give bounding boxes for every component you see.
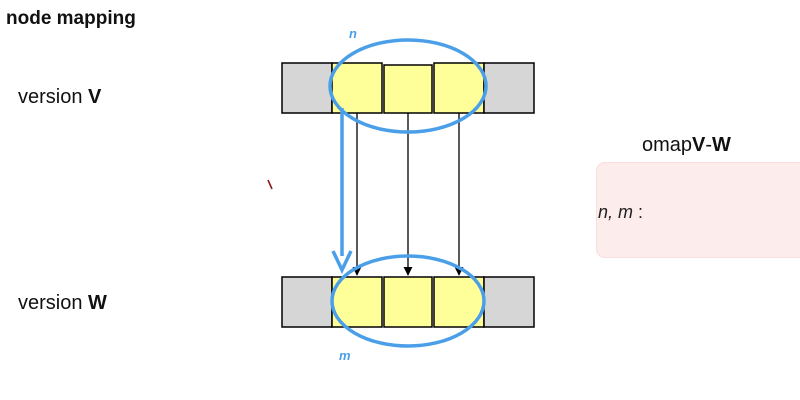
version-w-label: version W [18, 292, 107, 315]
version-w-row [281, 276, 535, 328]
node-n-label: n [349, 26, 357, 41]
node-n-highlight [328, 38, 488, 134]
w-cell-yellow-1 [331, 276, 383, 328]
v-cell-left-gray [281, 62, 333, 114]
omap-entry-sep: : [633, 202, 644, 222]
omap-dash: - [705, 134, 713, 156]
v-cell-right-gray [483, 62, 535, 114]
omap-title: omapV-W [642, 134, 731, 157]
node-m-highlight [330, 254, 486, 348]
omap-prefix: omap [642, 134, 693, 156]
version-v-name: V [88, 86, 102, 108]
version-v-prefix: version [18, 86, 89, 108]
node-mapping-arrowhead [331, 250, 353, 275]
omap-entry-vars: n, m [598, 202, 634, 222]
diagram-title: node mapping [6, 8, 136, 29]
omap-entry: n, m : [598, 202, 643, 223]
w-cell-right-gray [483, 276, 535, 328]
v-cell-yellow-3 [433, 62, 485, 114]
v-cell-yellow-1 [331, 62, 383, 114]
version-v-label: version V [18, 86, 101, 109]
w-cell-yellow-3 [433, 276, 485, 328]
omap-from: V [692, 134, 706, 156]
w-cell-left-gray [281, 276, 333, 328]
omap-to: W [712, 134, 731, 156]
v-cell-yellow-2 [383, 64, 433, 114]
version-w-name: W [88, 292, 107, 314]
omap-box [596, 162, 800, 258]
version-w-prefix: version [18, 292, 89, 314]
w-cell-yellow-2 [383, 276, 433, 328]
node-m-label: m [339, 348, 351, 363]
version-v-row [281, 62, 535, 114]
stray-mark [267, 179, 273, 190]
